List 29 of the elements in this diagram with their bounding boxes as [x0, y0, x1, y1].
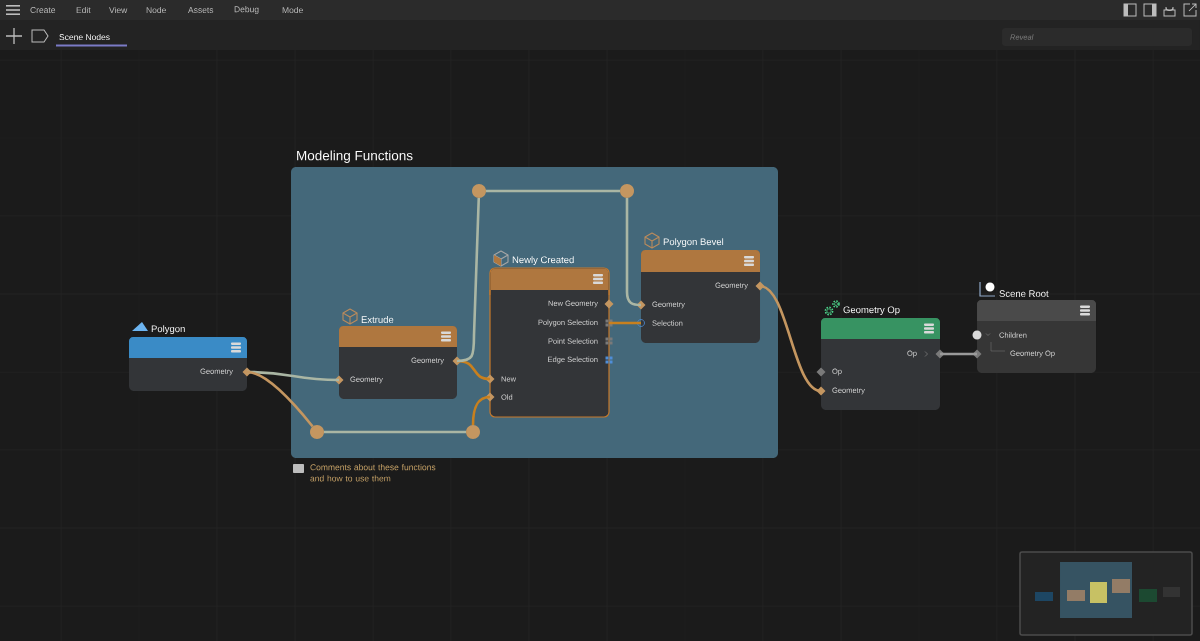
connector: [940, 352, 977, 356]
connector: [486, 189, 620, 193]
menu-item: Assets: [188, 7, 214, 13]
connector: [609, 321, 641, 325]
menu-item: Create: [30, 7, 56, 13]
connector: [456, 197, 481, 363]
tab: Scene Nodes: [56, 33, 127, 47]
node-title: Scene Root: [999, 290, 1049, 297]
menu-item: Node: [146, 6, 166, 14]
node-title: Polygon Bevel: [663, 238, 724, 247]
node-title: Polygon: [151, 325, 185, 334]
node-title: Newly Created: [512, 256, 574, 265]
connector: [324, 430, 466, 434]
reroute-dot: [472, 184, 486, 198]
menu-item: Edit: [76, 6, 91, 14]
menu-item: View: [109, 6, 128, 14]
connector: [246, 370, 314, 428]
connector: [759, 284, 822, 393]
reroute-dot: [466, 425, 480, 439]
node-title: Geometry Op: [843, 306, 900, 315]
reroute-dot: [620, 184, 634, 198]
connector: [625, 198, 642, 307]
node-title: Extrude: [361, 316, 394, 323]
group-title: Modeling Functions: [297, 150, 413, 163]
connector: [471, 395, 491, 426]
menu-item: Mode: [282, 6, 303, 14]
reroute-dot: [310, 425, 324, 439]
comment-text: Comments about these functions and how to use them: [310, 464, 436, 482]
menu-item: Debug: [234, 6, 259, 14]
